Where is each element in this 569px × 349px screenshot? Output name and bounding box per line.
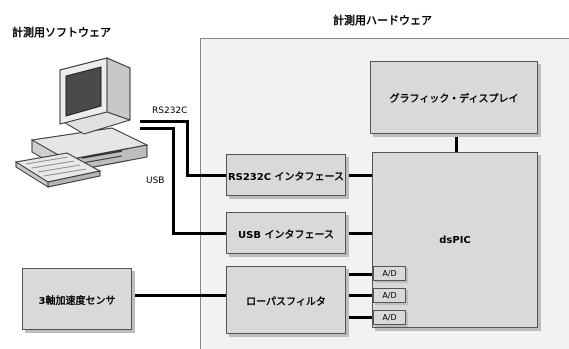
display-dspic-link [455, 133, 458, 153]
ad-converter-2: A/D [373, 288, 406, 303]
rs232c-cable-h1 [140, 120, 188, 123]
usb-cable-v [172, 127, 175, 235]
rs232c-dspic-link [346, 174, 374, 177]
usb-cable-h1 [140, 127, 174, 130]
sensor-block: 3軸加速度センサ [22, 268, 132, 330]
computer-icon [14, 57, 149, 188]
ad-converter-3: A/D [373, 310, 406, 325]
usb-line-label: USB [146, 176, 165, 186]
dspic-block: dsPIC [372, 152, 538, 328]
usb-cable-h2 [172, 232, 226, 235]
lowpass-filter-block: ローパスフィルタ [226, 266, 346, 334]
graphic-display-block: グラフィック・ディスプレイ [370, 61, 538, 134]
usb-dspic-link [346, 232, 374, 235]
sensor-filter-link [132, 294, 228, 297]
rs232c-line-label: RS232C [152, 106, 188, 116]
rs232c-cable-v [186, 120, 189, 177]
ad-converter-1: A/D [373, 266, 406, 281]
filter-ad3-link [345, 316, 375, 319]
hardware-title: 計測用ハードウェア [333, 14, 432, 27]
filter-ad2-link [345, 294, 375, 297]
rs232c-cable-h2 [186, 174, 226, 177]
software-title: 計測用ソフトウェア [12, 26, 111, 39]
filter-ad1-link [345, 273, 375, 276]
rs232c-interface-block: RS232C インタフェース [226, 154, 346, 196]
usb-interface-block: USB インタフェース [226, 212, 346, 254]
